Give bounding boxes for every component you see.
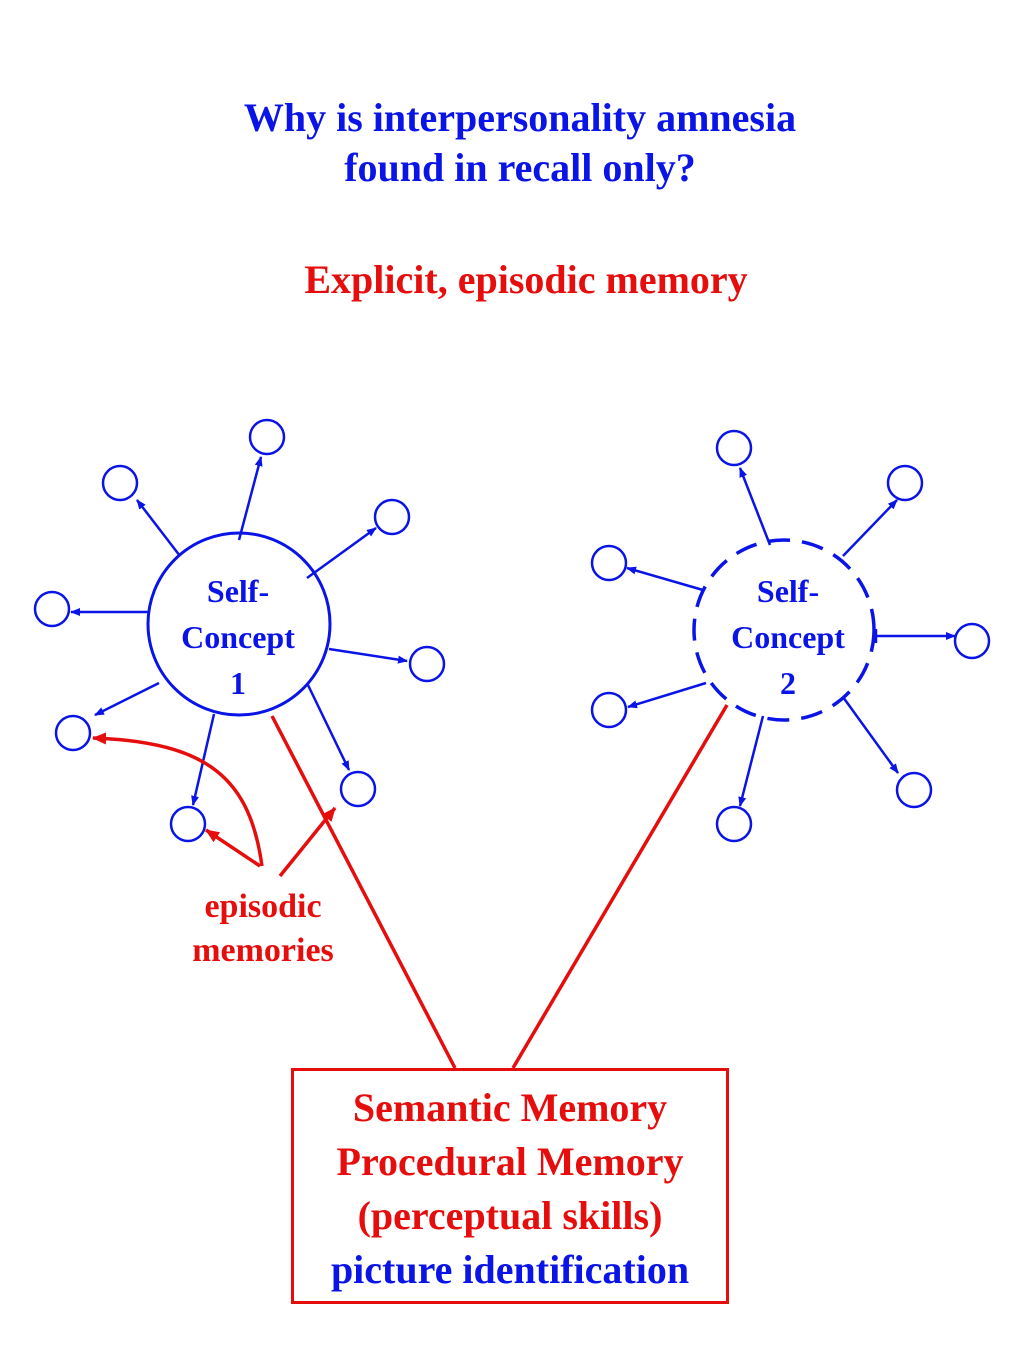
self-concept-1-cluster: [33, 418, 446, 843]
edge-sc1-lower-left: [94, 681, 160, 717]
edge-sc1-upper-left: [136, 499, 181, 557]
memory-node-sc1-top: [248, 418, 286, 456]
episodic-arrow-to-lower-right-node: [278, 806, 337, 878]
episodic-arrow-to-bottom-node: [205, 828, 261, 868]
episodic-label-line-2: memories: [192, 932, 334, 969]
self-concept-1-label-line: 1: [230, 665, 246, 701]
page-title-line-2: found in recall only?: [344, 145, 696, 190]
self-concept-2-label-line: 2: [780, 665, 796, 701]
edge-sc1-right: [328, 647, 408, 664]
semantic-memory-text: Semantic Memory: [352, 1085, 668, 1130]
self-concept-2-node: [692, 538, 876, 722]
memory-node-sc1-upper-right: [373, 498, 411, 536]
red-connectors: [92, 704, 729, 1069]
self-concept-2-label-line: Self-: [756, 573, 820, 609]
episodic-label-line-1: episodic: [204, 888, 322, 925]
perceptual-skills-text: (perceptual skills): [357, 1193, 663, 1238]
self-concept-2-cluster: [590, 429, 991, 843]
episodic-arrow-to-lower-left-node: [92, 732, 264, 867]
page-subtitle: Explicit, episodic memory: [304, 257, 748, 302]
self-concept-1-label-line: Concept: [181, 619, 295, 655]
episodic-memories-label: episodic memories: [168, 885, 358, 973]
memory-node-sc2-upper-right: [886, 464, 924, 502]
edge-sc2-upper-right: [842, 499, 898, 557]
picture-identification-text: picture identification: [330, 1247, 690, 1292]
edge-sc1-upper-right: [306, 526, 377, 580]
self-concept-1-node: [146, 531, 332, 717]
edge-sc1-bottom: [191, 713, 216, 806]
edge-sc2-lower-right: [841, 696, 900, 774]
memory-types-box: Semantic Memory Procedural Memory (perce…: [291, 1068, 729, 1304]
edge-sc1-lower-right: [306, 684, 351, 771]
edge-sc2-left: [626, 566, 704, 592]
self-concept-1-label-line: Self-: [206, 573, 270, 609]
edge-sc2-bottom: [738, 715, 765, 807]
sc1-to-memory-box-line: [270, 715, 457, 1069]
self-concept-1-label: Self- Concept 1: [158, 568, 318, 706]
memory-node-sc2-lower-right: [895, 771, 933, 809]
memory-node-sc2-left: [590, 544, 628, 582]
page-title-line-1: Why is interpersonality amnesia: [243, 95, 797, 140]
memory-node-sc2-top: [715, 429, 753, 467]
memory-node-sc1-lower-right: [339, 770, 377, 808]
memory-node-sc1-bottom: [169, 805, 207, 843]
memory-node-sc2-right: [953, 622, 991, 660]
edge-sc1-top: [237, 456, 263, 541]
edge-sc2-top: [738, 467, 772, 546]
memory-node-sc1-left: [33, 590, 71, 628]
memory-node-sc1-right: [408, 645, 446, 683]
memory-node-sc1-lower-left: [54, 714, 92, 752]
self-concept-2-label-line: Concept: [731, 619, 845, 655]
memory-node-sc2-bottom: [715, 805, 753, 843]
procedural-memory-text: Procedural Memory: [336, 1139, 684, 1184]
memory-node-sc1-upper-left: [101, 464, 139, 502]
memory-node-sc2-lower-left: [590, 691, 628, 729]
edge-sc2-lower-left: [627, 681, 707, 709]
sc2-to-memory-box-line: [511, 704, 729, 1069]
self-concept-2-label: Self- Concept 2: [708, 568, 868, 706]
